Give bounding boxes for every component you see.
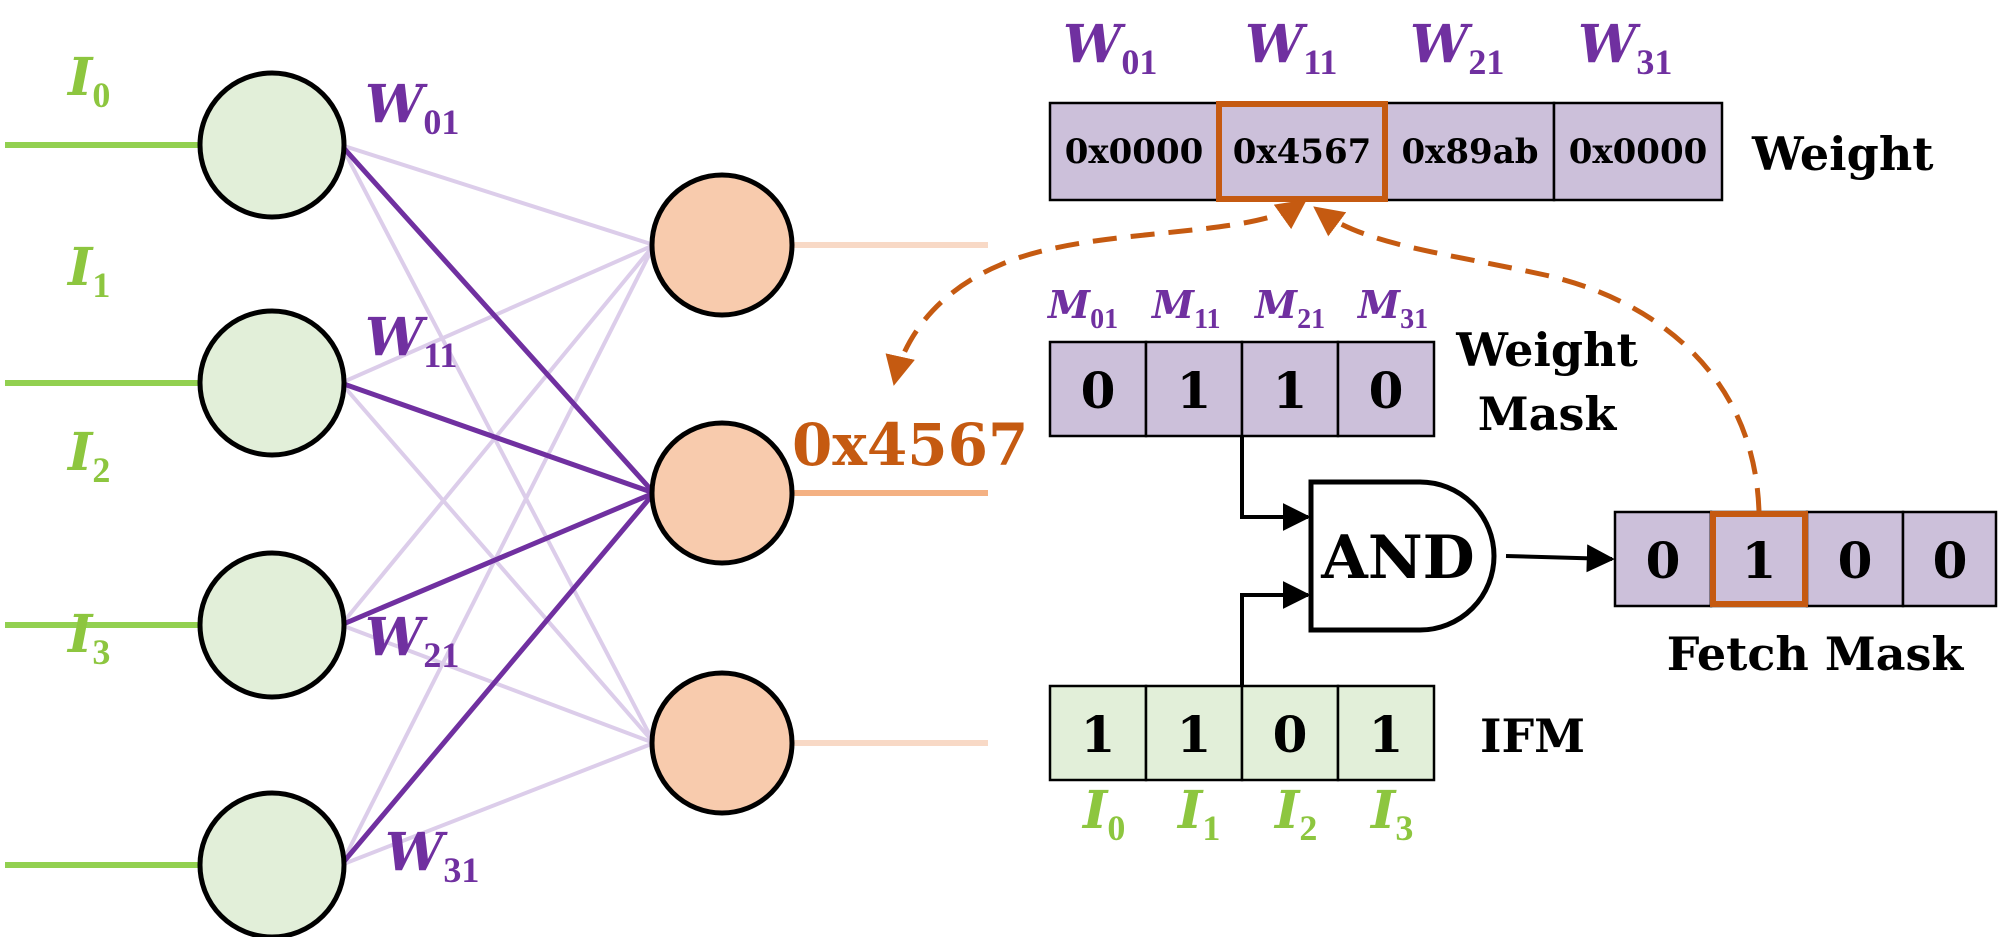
weight-label: W31 — [385, 822, 479, 890]
ifm-footer: I1 — [1176, 780, 1220, 848]
mask-header: M11 — [1150, 282, 1221, 335]
ifm-cell — [1336, 684, 1436, 782]
and-gate-label: AND — [1320, 523, 1474, 593]
input-labels: I0 I1 I2 I3 — [66, 47, 110, 672]
output-neuron — [649, 420, 795, 566]
weight-label: W21 — [365, 607, 459, 675]
output-value-label: 0x4567 — [792, 411, 1028, 479]
weight-cell-value: 0x89ab — [1401, 132, 1538, 172]
ifm-footers: I0 I1 I2 I3 — [1081, 780, 1413, 848]
weight-array-label: Weight — [1751, 127, 1934, 181]
mask-header: M01 — [1046, 282, 1118, 335]
ifm-cell-value: 1 — [1177, 705, 1212, 764]
ifm-to-and-wire — [1240, 581, 1311, 688]
weight-edge — [340, 243, 655, 385]
weight-header: W31 — [1578, 14, 1672, 82]
weight-edge — [339, 244, 656, 866]
weight-mask: 0 1 1 0 — [1048, 340, 1436, 438]
fetch-mask-label: Fetch Mask — [1667, 627, 1965, 681]
input-label: I2 — [66, 422, 110, 490]
input-neuron — [197, 308, 347, 458]
input-label: I3 — [66, 604, 110, 672]
weight-edge-highlighted — [340, 380, 655, 496]
ifm-footer: I0 — [1081, 780, 1125, 848]
mask-header: M21 — [1253, 282, 1325, 335]
weight-edge — [339, 144, 656, 744]
ifm-cell-value: 0 — [1273, 705, 1308, 764]
ifm-footer: I2 — [1273, 780, 1317, 848]
weight-array: 0x0000 0x4567 0x89ab 0x0000 — [1048, 101, 1724, 202]
input-lines — [5, 142, 200, 868]
ifm-footer: I3 — [1369, 780, 1413, 848]
weight-edge-highlighted — [339, 143, 656, 495]
output-lines — [792, 242, 988, 746]
fetch-cell-value: 0 — [1838, 531, 1873, 590]
fetch-cell — [1901, 510, 1998, 608]
input-label: I0 — [66, 47, 110, 115]
weight-mask-label-line2: Mask — [1478, 387, 1618, 441]
and-to-fetch-wire — [1505, 544, 1615, 573]
weight-cell-value: 0x0000 — [1065, 132, 1204, 172]
ifm-array: 1 1 0 1 — [1048, 684, 1436, 782]
fetch-cell — [1613, 510, 1713, 608]
output-neurons — [649, 172, 795, 816]
fetch-cell-value: 0 — [1646, 531, 1681, 590]
weight-cell-value: 0x4567 — [1233, 132, 1372, 172]
weight-label: W11 — [365, 307, 457, 375]
weight-cell — [1216, 101, 1388, 202]
input-neurons — [197, 70, 347, 937]
fetch-to-weight-arrow — [1313, 206, 1762, 513]
ifm-cell — [1144, 684, 1244, 782]
mask-cell — [1336, 340, 1436, 438]
weight-label: W01 — [365, 74, 459, 142]
and-gate — [1308, 479, 1497, 633]
ifm-cell — [1240, 684, 1340, 782]
weight-header: W21 — [1410, 14, 1504, 82]
weight-edge-highlighted — [340, 490, 655, 628]
fetch-cell-highlight — [1710, 511, 1808, 607]
weight-header: W11 — [1245, 14, 1337, 82]
mask-cell-value: 1 — [1273, 361, 1308, 420]
mask-cell-value: 1 — [1177, 361, 1212, 420]
network-weight-labels: W01 W11 W21 W31 — [365, 74, 479, 890]
output-neuron — [649, 172, 795, 318]
weight-edge-highlighted — [339, 491, 656, 867]
ifm-cell-value: 1 — [1081, 705, 1116, 764]
mask-cell-value: 0 — [1081, 361, 1116, 420]
mask-header: M31 — [1356, 282, 1428, 335]
input-neuron — [197, 550, 347, 700]
ifm-label: IFM — [1480, 709, 1585, 763]
ifm-cell-value: 1 — [1369, 705, 1404, 764]
weight-array-headers: W01 W11 W21 W31 — [1063, 14, 1672, 82]
input-neuron — [197, 790, 347, 937]
weight-cell-highlight — [1216, 101, 1388, 202]
mask-cell-value: 0 — [1369, 361, 1404, 420]
weight-edge — [340, 143, 655, 247]
faint-weight-edges — [339, 143, 656, 867]
weight-mask-headers: M01 M11 M21 M31 — [1046, 282, 1428, 335]
weight-cell-value: 0x0000 — [1569, 132, 1708, 172]
weight-to-output-arrow — [885, 199, 1307, 386]
weight-edge — [340, 623, 655, 745]
weight-edge — [339, 243, 656, 627]
input-label: I1 — [66, 237, 110, 305]
weight-cell — [1552, 101, 1724, 202]
ifm-cell — [1048, 684, 1148, 782]
weight-header: W01 — [1063, 14, 1157, 82]
weight-mask-label: Weight Mask — [1455, 323, 1638, 441]
fetch-cell-value: 1 — [1742, 531, 1777, 590]
weight-cell — [1384, 101, 1556, 202]
mask-to-and-wire — [1240, 436, 1311, 531]
fetch-cell-value: 0 — [1933, 531, 1968, 590]
weight-edge — [339, 381, 656, 745]
weight-mask-label-line1: Weight — [1455, 323, 1638, 377]
input-neuron — [197, 70, 347, 220]
output-neuron — [649, 670, 795, 816]
weight-edge — [340, 741, 655, 867]
highlighted-weight-edges — [339, 143, 656, 867]
fetch-mask: 0 1 0 0 — [1613, 510, 1998, 608]
